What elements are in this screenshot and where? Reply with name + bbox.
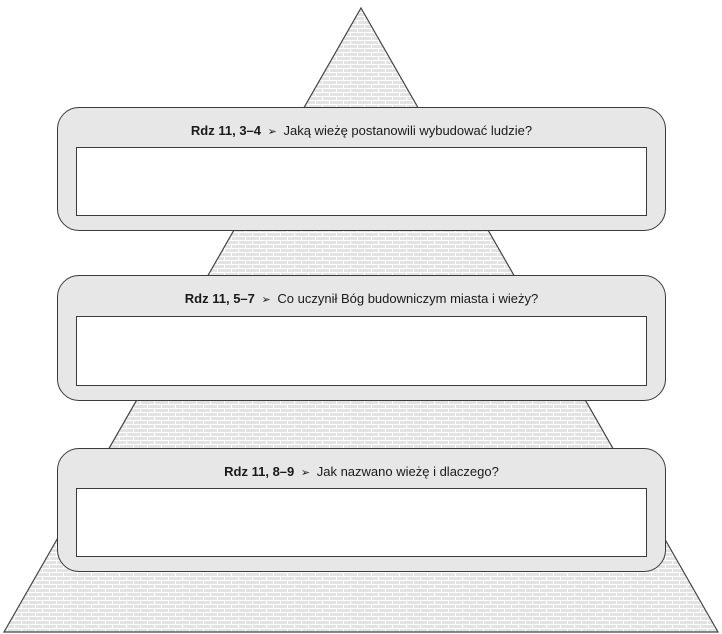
arrow-bullet-icon: ➢ bbox=[261, 294, 271, 306]
question-heading-2: Rdz 11, 5–7 ➢ Co uczynił Bóg budowniczym… bbox=[58, 291, 665, 308]
arrow-bullet-icon: ➢ bbox=[267, 126, 277, 138]
answer-field-3[interactable] bbox=[76, 488, 647, 557]
question-heading-3: Rdz 11, 8–9 ➢ Jak nazwano wieżę i dlacze… bbox=[58, 464, 665, 481]
bible-reference-2: Rdz 11, 5–7 bbox=[184, 291, 255, 306]
bible-reference-1: Rdz 11, 3–4 bbox=[190, 123, 262, 138]
bible-reference-3: Rdz 11, 8–9 bbox=[224, 464, 295, 479]
question-text-3: Jak nazwano wieżę i dlaczego? bbox=[316, 464, 499, 479]
question-card-1: Rdz 11, 3–4 ➢ Jaką wieżę postanowili wyb… bbox=[57, 107, 666, 231]
question-card-3: Rdz 11, 8–9 ➢ Jak nazwano wieżę i dlacze… bbox=[57, 448, 666, 572]
answer-field-2[interactable] bbox=[76, 316, 647, 386]
question-text-1: Jaką wieżę postanowili wybudować ludzie? bbox=[283, 123, 533, 138]
arrow-bullet-icon: ➢ bbox=[300, 467, 311, 479]
question-heading-1: Rdz 11, 3–4 ➢ Jaką wieżę postanowili wyb… bbox=[58, 123, 665, 140]
question-text-2: Co uczynił Bóg budowniczym miasta i wież… bbox=[277, 291, 539, 306]
question-card-2: Rdz 11, 5–7 ➢ Co uczynił Bóg budowniczym… bbox=[57, 275, 666, 401]
answer-field-1[interactable] bbox=[76, 147, 647, 216]
